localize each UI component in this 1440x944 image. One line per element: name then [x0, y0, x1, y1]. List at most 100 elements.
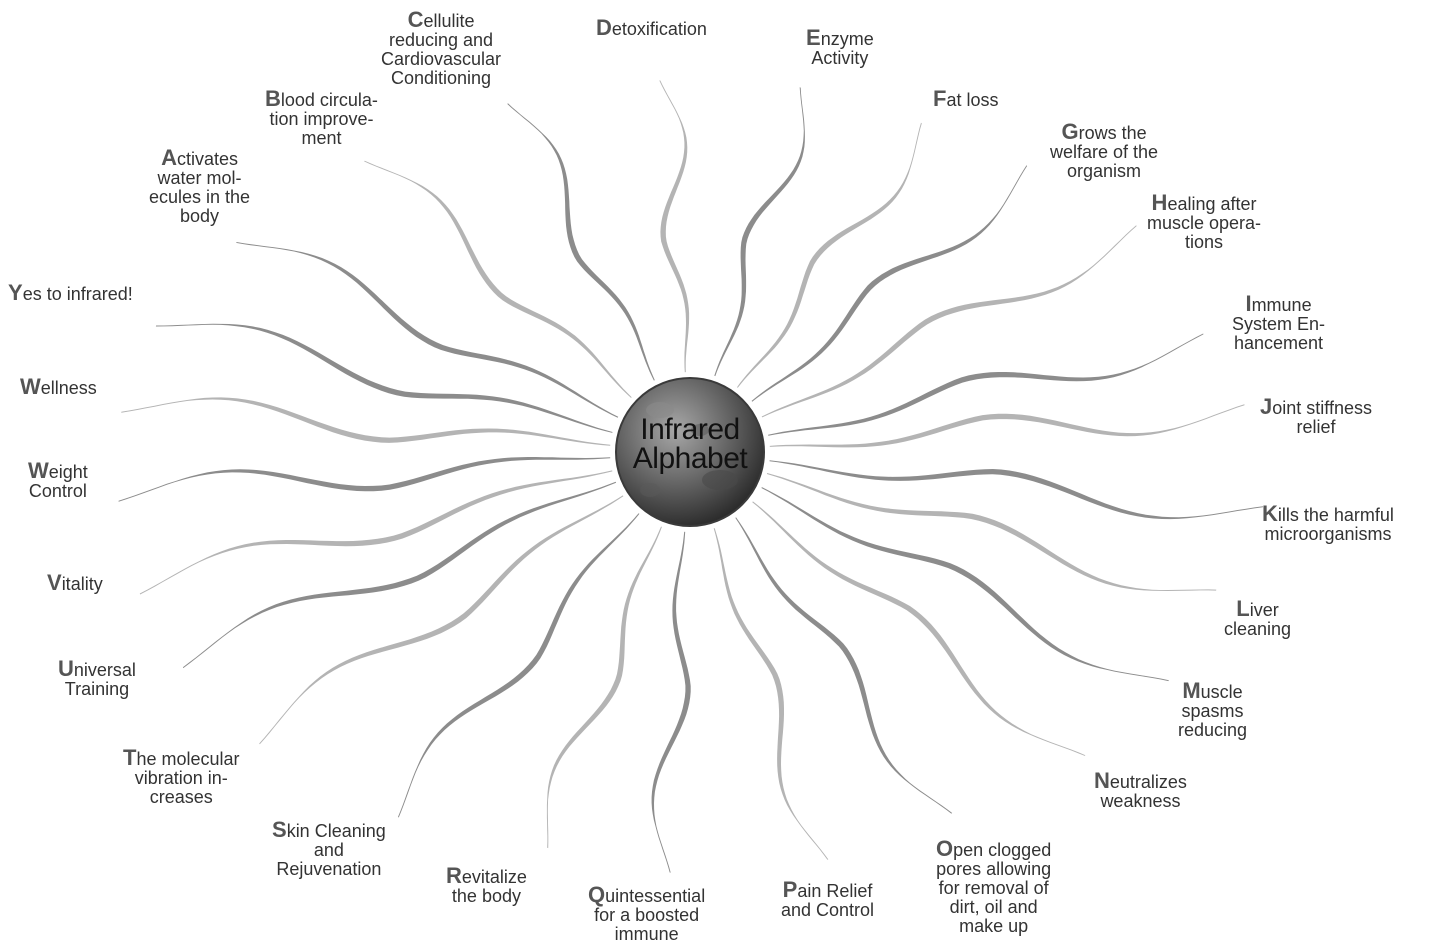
item-text: and Control [781, 900, 875, 920]
item-label-d: Detoxification [596, 15, 707, 40]
item-label-r: Revitalize the body [446, 865, 527, 906]
item-label-q: Quintessential for a boosted immune [588, 884, 706, 944]
ray-line [659, 80, 690, 373]
item-label-m: Muscle spasms reducing [1178, 678, 1248, 740]
item-text: evitalize [461, 867, 527, 887]
item-text: microorganisms [1264, 524, 1392, 544]
item-text: relief [1296, 417, 1336, 437]
item-text: ment [301, 128, 342, 148]
item-label-w-wellness: Wellness [20, 376, 97, 398]
item-text: organism [1067, 161, 1142, 181]
item-text: niversal [73, 660, 136, 680]
item-text: etoxification [611, 19, 707, 39]
item-initial: J [1260, 394, 1273, 419]
ray-line [546, 526, 662, 849]
item-initial: O [936, 836, 954, 861]
ray-line [182, 481, 617, 669]
item-text: for a boosted [594, 905, 700, 925]
item-label-w-weight: Weight Control [28, 458, 88, 501]
item-text: reducing [1178, 720, 1248, 740]
item-label-n: Neutralizes weakness [1094, 768, 1187, 811]
item-label-k: Kills the harmful microorganisms [1262, 501, 1394, 544]
item-label-o: Open clogged pores allowing for removal … [936, 836, 1052, 936]
item-text: immune [614, 924, 679, 944]
item-text: eutralizes [1109, 772, 1187, 792]
globe-crater [691, 424, 709, 436]
item-text: pores allowing [936, 859, 1052, 879]
ray-line [507, 103, 655, 381]
center-title-line: Infrared [640, 413, 740, 446]
item-text: uintessential [605, 886, 706, 906]
item-text: ellulite [423, 11, 475, 31]
ray-line [651, 531, 691, 873]
item-label-i: Immune System En- hancement [1232, 291, 1326, 353]
item-initial: K [1262, 501, 1278, 526]
item-text: ealing after [1167, 194, 1257, 214]
item-text: pen clogged [953, 840, 1052, 860]
item-label-p: Pain Relief and Control [781, 877, 875, 920]
item-text: ctivates [176, 149, 238, 169]
ray-line [155, 323, 613, 433]
item-text: System En- [1232, 314, 1326, 334]
item-label-h: Healing after muscle opera- tions [1147, 190, 1261, 252]
item-label-b: Blood circula- tion improve- ment [265, 86, 378, 148]
item-label-y: Yes to infrared! [8, 280, 133, 305]
ray-line [714, 87, 805, 377]
item-initial: S [272, 817, 287, 842]
item-text: Activity [811, 48, 869, 68]
item-text: make up [959, 916, 1029, 936]
globe-crater [646, 402, 674, 418]
item-initial: U [58, 656, 74, 681]
item-text: uscle [1200, 682, 1243, 702]
item-initial: V [47, 570, 62, 595]
item-initial: I [1245, 291, 1252, 316]
item-text: dirt, oil and [949, 897, 1038, 917]
item-label-l: Liver cleaning [1224, 598, 1291, 639]
item-label-t: The molecular vibration in- creases [123, 745, 240, 807]
item-text: oint stiffness [1272, 398, 1372, 418]
item-initial: P [782, 877, 798, 902]
item-initial: N [1094, 768, 1110, 793]
item-text: Training [64, 679, 130, 699]
item-initial: Y [8, 280, 23, 305]
item-text: vibration in- [134, 768, 228, 788]
item-text: eight [48, 462, 88, 482]
ray-line [768, 333, 1204, 436]
item-initial: W [28, 458, 49, 483]
item-text: and [313, 840, 344, 860]
item-text: the body [451, 886, 521, 906]
item-text: es to infrared! [22, 284, 133, 304]
ray-line [769, 460, 1263, 520]
item-text: rows the [1078, 123, 1147, 143]
item-text: he molecular [136, 749, 240, 769]
item-label-s: Skin Cleaning and Rejuvenation [272, 817, 386, 879]
item-text: nzyme [820, 29, 874, 49]
center-globe [615, 377, 765, 527]
item-text: ecules in the [149, 187, 251, 207]
item-initial: M [1182, 678, 1201, 703]
center-title: Infrared Alphabet [600, 413, 780, 474]
item-text: for removal of [938, 878, 1049, 898]
item-text: kin Cleaning [286, 821, 386, 841]
item-initial: T [123, 745, 137, 770]
globe-crater [702, 470, 738, 490]
item-label-g: Grows the welfare of the organism [1050, 119, 1158, 181]
ray-line [259, 495, 624, 745]
item-text: itality [61, 574, 103, 594]
item-label-a: Activates water mol- ecules in the body [149, 145, 251, 226]
item-initial: G [1061, 119, 1079, 144]
item-initial: A [161, 145, 177, 170]
item-text: creases [149, 787, 213, 807]
item-text: spasms [1181, 701, 1244, 721]
item-initial: D [596, 15, 612, 40]
item-text: lood circula- [280, 90, 378, 110]
item-initial: H [1151, 190, 1168, 215]
item-initial: E [806, 25, 821, 50]
item-label-j: Joint stiffness relief [1260, 394, 1372, 437]
item-text: water mol- [157, 168, 242, 188]
item-initial: F [933, 86, 947, 111]
item-initial: B [265, 86, 281, 111]
item-text: body [180, 206, 220, 226]
item-text: Conditioning [390, 68, 492, 88]
